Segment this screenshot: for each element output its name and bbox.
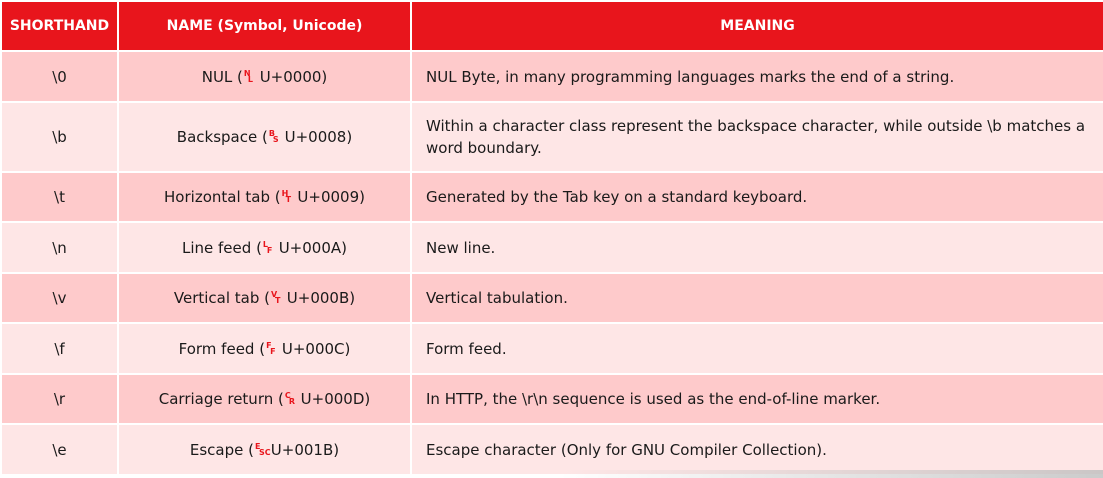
meaning-cell: Within a character class represent the b… [410,101,1103,173]
shorthand-cell: \r [0,373,119,425]
unicode-text: U+000B) [286,289,356,307]
meaning-cell: NUL Byte, in many programming languages … [410,50,1103,103]
header-row: SHORTHAND NAME (Symbol, Unicode) MEANING [0,0,1103,52]
header-shorthand: SHORTHAND [0,0,119,52]
meaning-cell: In HTTP, the \r\n sequence is used as th… [410,373,1103,425]
header-name: NAME (Symbol, Unicode) [117,0,412,52]
name-text: Vertical tab [173,289,260,307]
shorthand-cell: \n [0,221,119,274]
meaning-cell: New line. [410,221,1103,274]
name-text: Backspace [176,128,258,146]
header-meaning: MEANING [410,0,1103,52]
meaning-cell: Escape character (Only for GNU Compiler … [410,423,1103,476]
name-text: Carriage return [158,390,274,408]
unicode-text: U+0009) [297,188,365,206]
shorthand-cell: \0 [0,50,119,103]
unicode-text: U+000C) [281,339,351,358]
shorthand-cell: \v [0,272,119,324]
unicode-text: U+000D) [300,390,371,408]
unicode-text: U+0008) [284,128,353,146]
name-text: Line feed [182,238,252,257]
meaning-cell: Generated by the Tab key on a standard k… [410,171,1103,223]
shorthand-cell: \t [0,171,119,223]
table-bottom-shadow [560,470,1103,478]
name-text: NUL [201,67,233,86]
meaning-cell: Vertical tabulation. [410,272,1103,324]
unicode-text: U+0000) [259,67,328,86]
meaning-cell: Form feed. [410,322,1103,375]
name-text: Horizontal tab [164,188,270,206]
shorthand-cell: \b [0,101,119,173]
name-text: Escape [189,440,244,459]
shorthand-cell: \e [0,423,119,476]
shorthand-cell: \f [0,322,119,375]
name-text: Form feed [178,339,255,358]
unicode-text: U+001B) [270,440,340,459]
unicode-text: U+000A) [278,238,347,257]
